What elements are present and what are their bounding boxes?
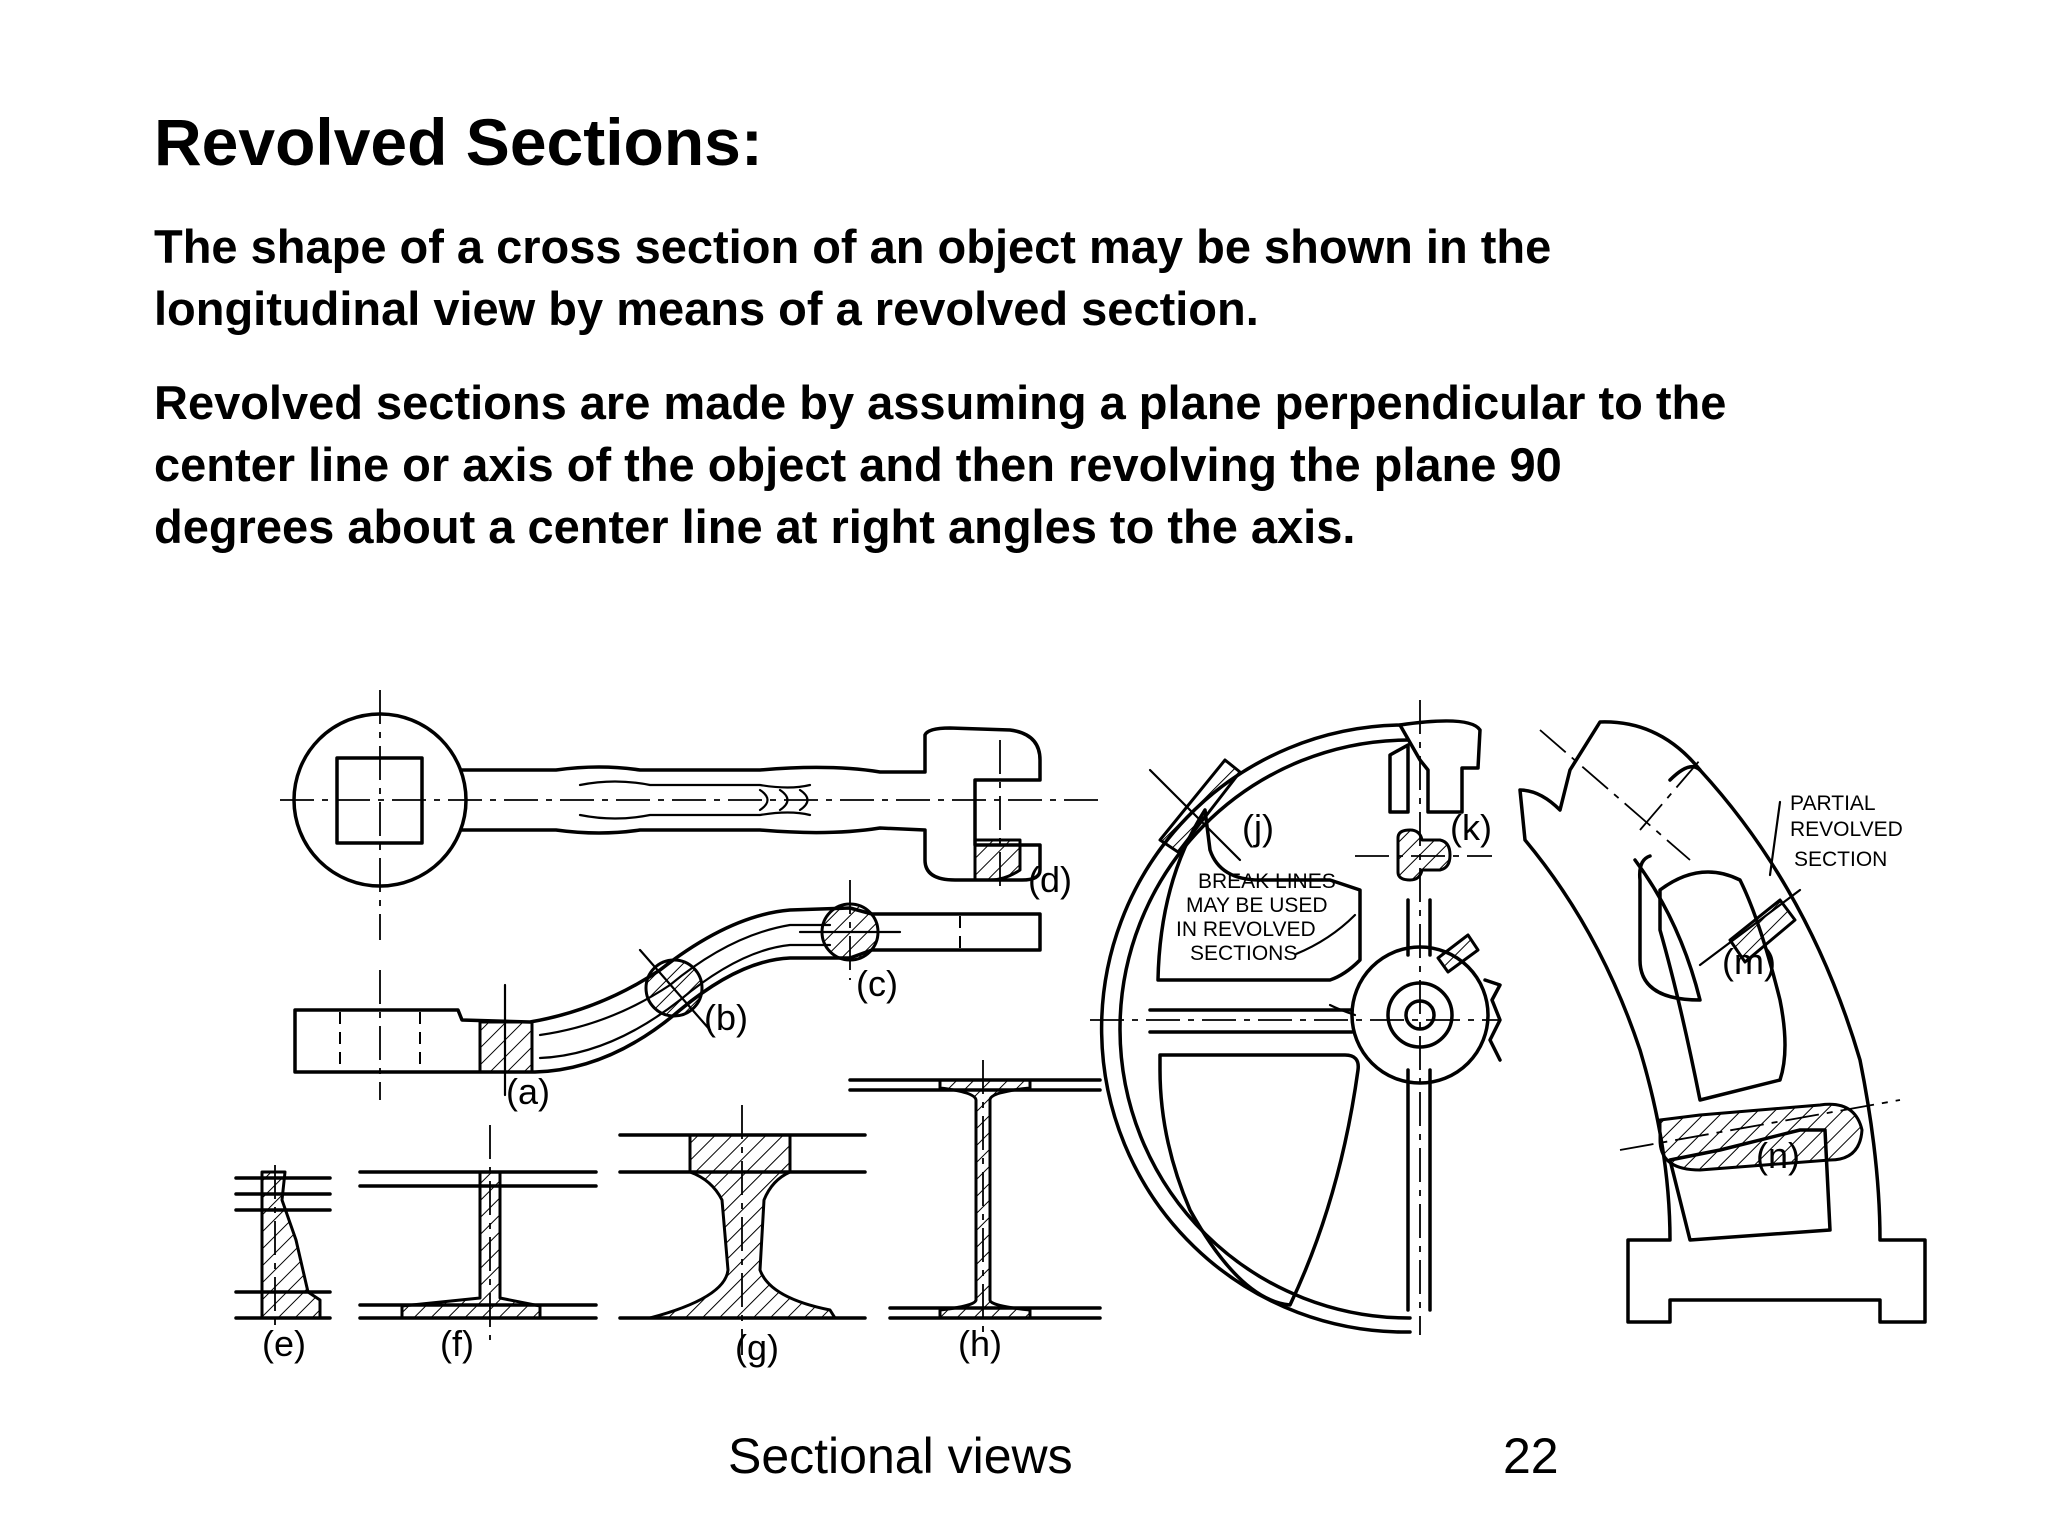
note-break-lines: SECTIONS [1190,942,1297,965]
curved-arm-drawing: (m) (n) PARTIAL REVOLVED SECTION [1518,720,1927,1324]
label-h: (h) [958,1323,1002,1364]
label-f: (f) [440,1323,474,1364]
label-n: (n) [1756,1135,1800,1176]
section-h-drawing: (h) [848,1060,1102,1364]
note-break-lines: BREAK LINES [1198,870,1336,893]
slide-title: Revolved Sections: [154,105,763,179]
label-c: (c) [856,963,898,1004]
footer-label: Sectional views [728,1428,1073,1484]
note-partial-revolved: REVOLVED [1790,818,1903,841]
label-m: (m) [1722,941,1776,982]
section-e-drawing: (e) [234,1165,332,1364]
wrench-drawing: (d) [280,690,1100,940]
half-wheel-drawing: (j) (k) BREAK LINES MAY BE USED IN REVOL… [1090,700,1502,1335]
note-partial-revolved: PARTIAL [1790,792,1876,815]
label-d: (d) [1028,859,1072,900]
label-k: (k) [1450,807,1492,848]
note-break-lines: MAY BE USED [1186,894,1328,917]
label-b: (b) [704,997,748,1038]
label-a: (a) [506,1071,550,1112]
curved-bar-drawing: (a) (b) (c) [293,880,1042,1112]
page-number: 22 [1503,1428,1559,1484]
note-partial-revolved: SECTION [1794,848,1887,871]
label-j: (j) [1242,807,1274,848]
section-f-drawing: (f) [358,1125,598,1364]
note-break-lines: IN REVOLVED [1176,918,1316,941]
label-g: (g) [735,1327,779,1368]
label-e: (e) [262,1323,306,1364]
method-paragraph: Revolved sections are made by assuming a… [154,376,1727,553]
intro-paragraph: The shape of a cross section of an objec… [154,220,1552,335]
section-g-drawing: (g) [618,1105,867,1368]
